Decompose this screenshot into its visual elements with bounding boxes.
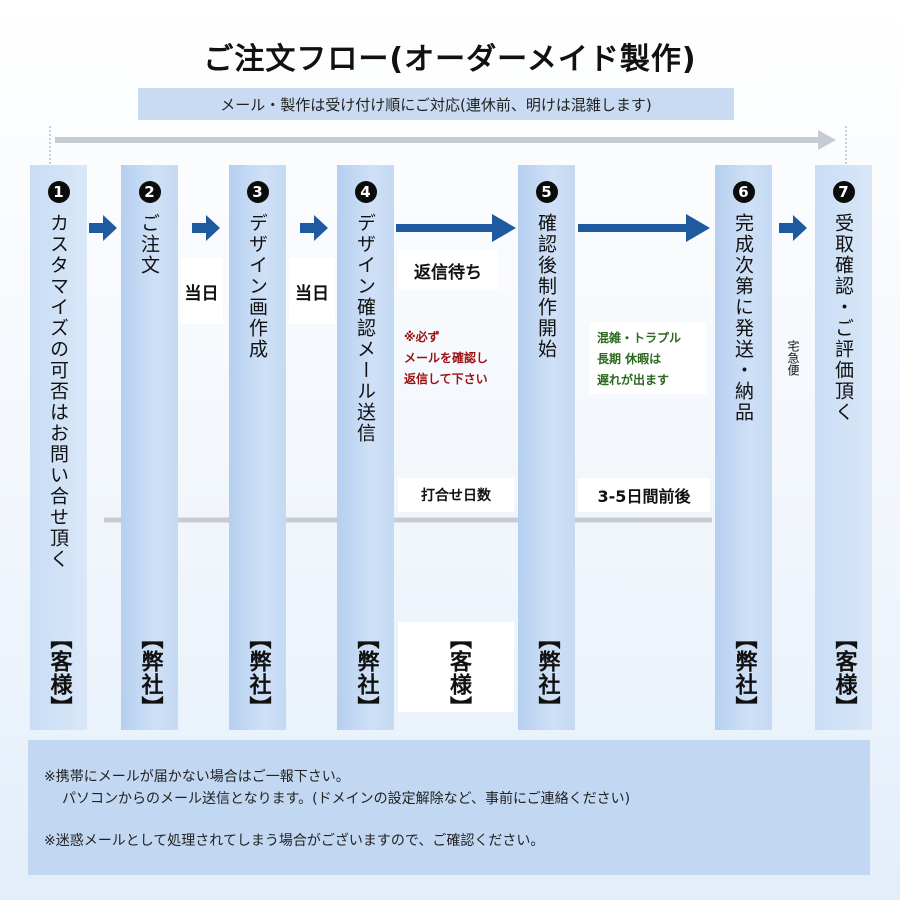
- step-2-text: ご注文: [138, 213, 160, 276]
- step-5-column: 5 確認後制作開始 【弊社】: [518, 165, 575, 730]
- step-2-column: 2 ご注文 【弊社】: [121, 165, 178, 730]
- step-1-column: 1 カスタマイズの可否はお問い合せ頂く 【客様】: [30, 165, 87, 730]
- step-5-number: 5: [535, 181, 558, 203]
- customer-role-label: 【客様】: [446, 627, 471, 719]
- step-4-text: デザイン確認メール送信: [354, 213, 376, 444]
- step-7-role: 【客様】: [831, 627, 857, 719]
- step-7-text: 受取確認・ご評価頂く: [832, 213, 854, 423]
- step-3-role: 【弊社】: [245, 627, 271, 719]
- notes-panel: ※携帯にメールが届かない場合はご一報下さい。 パソコンからのメール送信となります…: [28, 740, 870, 875]
- red-note-line-2: メールを確認し: [404, 351, 489, 365]
- arrow-5-6-icon: [578, 214, 710, 242]
- note-line-2: パソコンからのメール送信となります。(ドメインの設定解除など、事前にご連絡くださ…: [62, 791, 631, 807]
- today-label-2-box: 当日: [289, 258, 335, 324]
- meeting-days-box: 打合せ日数: [398, 478, 514, 512]
- step-3-text: デザイン画作成: [246, 213, 268, 360]
- step-2-number: 2: [138, 181, 161, 203]
- arrow-6-7-icon: [779, 215, 807, 241]
- green-note-line-1: 混雑・トラプル: [597, 331, 682, 345]
- red-note-line-1: ※必ず: [404, 330, 440, 344]
- step-5-role: 【弊社】: [534, 627, 560, 719]
- step-6-column: 6 完成次第に発送・納品 【弊社】: [715, 165, 772, 730]
- lead-time-label: 3-5日間前後: [597, 487, 691, 506]
- step-2-role: 【弊社】: [137, 627, 163, 719]
- arrow-4-5-icon: [396, 214, 516, 242]
- green-note: 混雑・トラプル 長期 休暇は 遅れが出ます: [597, 328, 709, 391]
- step-6-number: 6: [732, 181, 755, 203]
- today-label-1: 当日: [184, 283, 219, 304]
- step-3-column: 3 デザイン画作成 【弊社】: [229, 165, 286, 730]
- meeting-days-label: 打合せ日数: [421, 488, 491, 504]
- step-7-number: 7: [832, 181, 855, 203]
- step-1-number: 1: [47, 181, 70, 203]
- green-note-line-2: 長期 休暇は: [597, 352, 662, 366]
- note-line-3: ※迷惑メールとして処理されてしまう場合がございますので、ご確認ください。: [44, 833, 545, 849]
- customer-role-box: [398, 622, 514, 712]
- courier-label: 宅急便: [786, 340, 800, 376]
- step-4-number: 4: [354, 181, 377, 203]
- arrow-1-2-icon: [89, 215, 117, 241]
- arrow-3-4-icon: [300, 215, 328, 241]
- red-note: ※必ず メールを確認し 返信して下さい: [404, 327, 516, 390]
- subtitle-text: メール・製作は受け付け順にご対応(連休前、明けは混雑します): [220, 95, 652, 114]
- step-5-text: 確認後制作開始: [535, 213, 557, 360]
- reply-wait-box: 返信待ち: [398, 250, 498, 290]
- page-title: ご注文フロー(オーダーメイド製作): [203, 42, 697, 77]
- note-line-1: ※携帯にメールが届かない場合はご一報下さい。: [44, 769, 350, 785]
- step-1-text: カスタマイズの可否はお問い合せ頂く: [47, 213, 69, 570]
- green-note-line-3: 遅れが出ます: [597, 373, 670, 387]
- step-6-text: 完成次第に発送・納品: [732, 213, 754, 423]
- arrow-2-3-icon: [192, 215, 220, 241]
- timeline-arrow: [49, 126, 847, 168]
- step-1-role: 【客様】: [46, 627, 72, 719]
- step-7-column: 7 受取確認・ご評価頂く 【客様】: [815, 165, 872, 730]
- step-3-number: 3: [246, 181, 269, 203]
- today-label-1-box: 当日: [180, 258, 223, 324]
- step-4-column: 4 デザイン確認メール送信 【弊社】: [337, 165, 394, 730]
- step-4-role: 【弊社】: [353, 627, 379, 719]
- step-6-role: 【弊社】: [731, 627, 757, 719]
- today-label-2: 当日: [295, 283, 329, 304]
- red-note-line-3: 返信して下さい: [404, 372, 488, 386]
- subtitle-bar: メール・製作は受け付け順にご対応(連休前、明けは混雑します): [138, 88, 734, 120]
- reply-wait-label: 返信待ち: [414, 262, 482, 283]
- lead-time-box: 3-5日間前後: [578, 478, 710, 512]
- green-note-box: [590, 322, 706, 394]
